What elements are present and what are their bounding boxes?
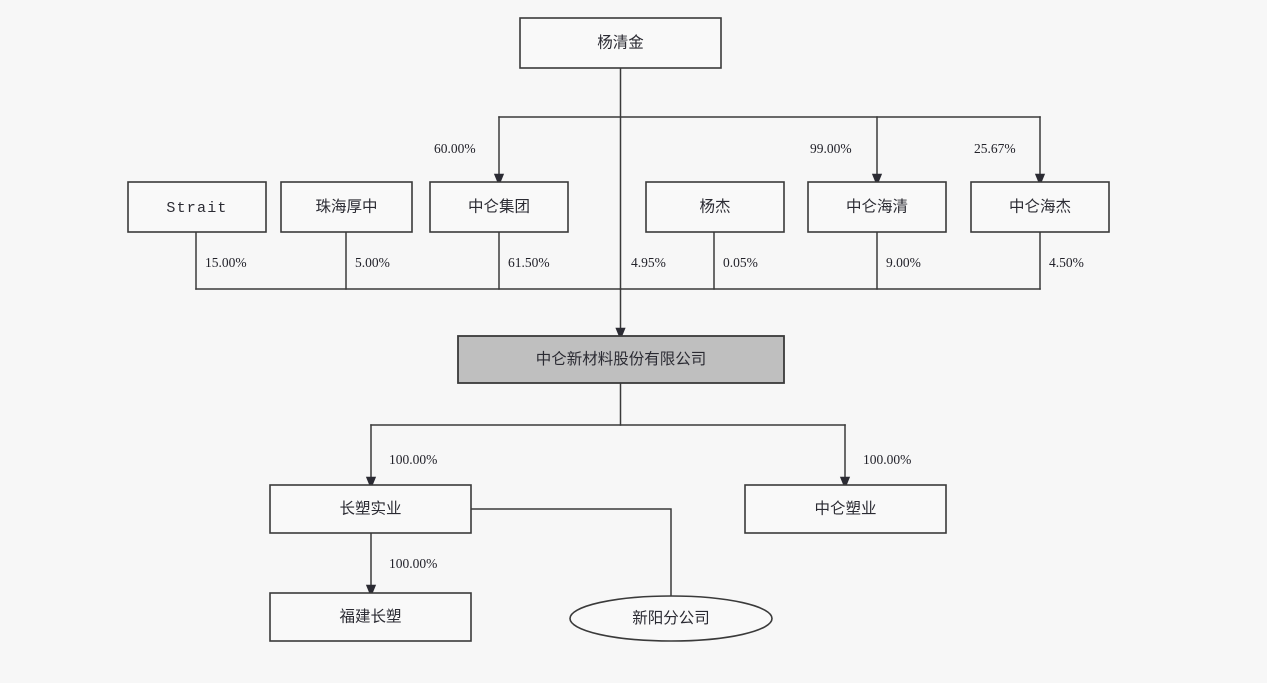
node-label-xinyangbranch: 新阳分公司 (632, 609, 710, 627)
node-label-changsushiye: 长塑实业 (339, 500, 401, 518)
edge-label-pct-haijie: 4.50% (1049, 255, 1084, 270)
edge-label-pct-yqj-jituan: 60.00% (434, 141, 476, 156)
node-zhuhaihouzhong[interactable]: 珠海厚中 (280, 181, 413, 233)
edge-label-pct-haiqing: 9.00% (886, 255, 921, 270)
node-shape-rect[interactable] (127, 181, 267, 233)
edge-label-pct-yqj-haijie: 25.67% (974, 141, 1016, 156)
node-zhonglunhaijie[interactable]: 中仑海杰 (970, 181, 1110, 233)
node-shape-ellipse[interactable] (569, 595, 773, 642)
node-shape-rect[interactable] (457, 335, 785, 384)
edge-label-pct-strait: 15.00% (205, 255, 247, 270)
node-zhonglunsuye[interactable]: 中仑塑业 (744, 484, 947, 534)
node-shape-rect[interactable] (429, 181, 569, 233)
node-yangqingjin[interactable]: 杨清金 (519, 17, 722, 69)
node-shape-rect[interactable] (280, 181, 413, 233)
node-label-zhonglunhaijie: 中仑海杰 (1009, 198, 1071, 216)
edge-label-pct-zhuhai: 5.00% (355, 255, 390, 270)
connector-e-changsu-xinyang (470, 508, 672, 599)
node-shape-rect[interactable] (744, 484, 947, 534)
node-shape-rect[interactable] (269, 592, 472, 642)
node-label-strait: Strait (166, 200, 227, 217)
node-label-yangjie: 杨杰 (699, 198, 730, 216)
edge-label-pct-yqj-haiqing: 99.00% (810, 141, 852, 156)
connector-layer (195, 67, 1046, 599)
node-shape-rect[interactable] (269, 484, 472, 534)
node-shape-rect[interactable] (807, 181, 947, 233)
node-changsushiye[interactable]: 长塑实业 (269, 484, 472, 534)
node-zhonglunhaiqing[interactable]: 中仑海清 (807, 181, 947, 233)
node-company[interactable]: 中仑新材料股份有限公司 (457, 335, 785, 384)
node-yangjie[interactable]: 杨杰 (645, 181, 785, 233)
edge-label-pct-jituan: 61.50% (508, 255, 550, 270)
node-label-zhuhaihouzhong: 珠海厚中 (315, 198, 377, 216)
percentage-label-layer: 60.00% 99.00% 25.67% 15.00% 5.00% 61.50% 4.95%… (205, 141, 1084, 571)
node-shape-rect[interactable] (970, 181, 1110, 233)
edge-label-pct-changsu: 100.00% (389, 452, 437, 467)
node-label-fujianchangsu: 福建长塑 (339, 608, 401, 626)
edge-label-pct-yangjie: 0.05% (723, 255, 758, 270)
edge-label-pct-fujian: 100.00% (389, 556, 437, 571)
node-shape-rect[interactable] (645, 181, 785, 233)
node-zhonglunjituan[interactable]: 中仑集团 (429, 181, 569, 233)
node-xinyangbranch[interactable]: 新阳分公司 (569, 595, 773, 642)
node-label-zhonglunjituan: 中仑集团 (468, 198, 530, 216)
edge-label-pct-suye: 100.00% (863, 452, 911, 467)
node-label-yangqingjin: 杨清金 (597, 34, 644, 52)
edge-label-pct-yangqingjin: 4.95% (631, 255, 666, 270)
node-strait[interactable]: Strait (127, 181, 267, 233)
node-label-zhonglunsuye: 中仑塑业 (814, 500, 876, 518)
node-label-zhonglunhaiqing: 中仑海清 (846, 198, 908, 216)
node-shape-rect[interactable] (519, 17, 722, 69)
node-layer: 杨清金 Strait 珠海厚中 中仑集团 杨杰 中仑海清 中仑海杰中仑新材料股份有限公司长塑… (127, 17, 1110, 642)
node-label-company: 中仑新材料股份有限公司 (536, 350, 707, 368)
node-fujianchangsu[interactable]: 福建长塑 (269, 592, 472, 642)
